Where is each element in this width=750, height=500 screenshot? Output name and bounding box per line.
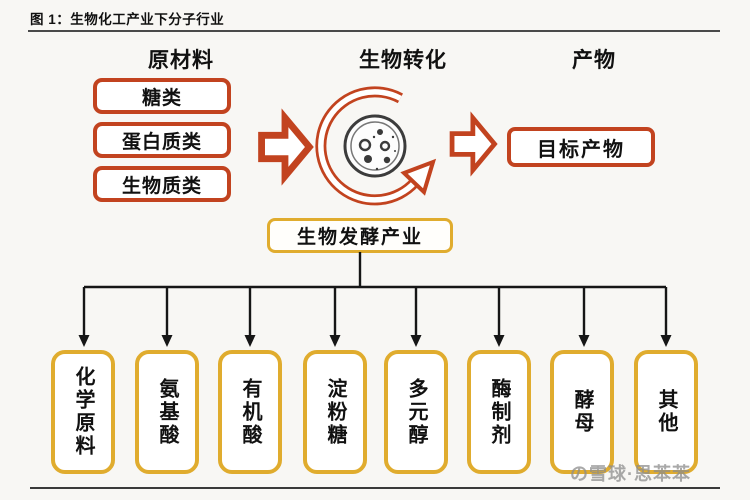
subsector-label: 氨基酸 xyxy=(156,377,178,447)
raw-material-label: 蛋白质类 xyxy=(121,131,202,153)
block-arrow-right-icon xyxy=(258,108,314,186)
raw-material-box-sugars: 糖类 xyxy=(93,78,231,114)
subsector-box-starch-sugar: 淀粉糖 xyxy=(303,350,367,474)
raw-material-label: 生物质类 xyxy=(121,175,202,197)
subsector-box-others: 其他 xyxy=(634,350,698,474)
subsector-label: 化学原料 xyxy=(72,366,94,458)
column-header-bio-transformation: 生物转化 xyxy=(359,49,447,72)
subsector-label: 淀粉糖 xyxy=(324,377,346,447)
tree-connector-lines xyxy=(78,252,672,347)
raw-material-label: 糖类 xyxy=(141,87,182,109)
fermentation-industry-label: 生物发酵产业 xyxy=(296,227,423,248)
subsector-label: 有机酸 xyxy=(239,377,261,447)
subsector-label: 酶制剂 xyxy=(488,377,510,447)
subsector-label: 其他 xyxy=(655,389,677,435)
block-arrow-right-icon xyxy=(449,111,498,177)
subsector-label: 多元醇 xyxy=(405,377,427,447)
column-header-raw-materials: 原材料 xyxy=(148,49,214,72)
subsector-box-yeast: 酵母 xyxy=(550,350,614,474)
subsector-box-organic-acids: 有机酸 xyxy=(218,350,282,474)
column-header-products: 产物 xyxy=(572,49,616,72)
watermark: の雪球·思苯苯 xyxy=(570,464,691,484)
subsector-box-polyols: 多元醇 xyxy=(384,350,448,474)
raw-material-box-biomass: 生物质类 xyxy=(93,166,231,202)
fermentation-industry-box: 生物发酵产业 xyxy=(267,218,453,253)
figure-title: 图 1：生物化工产业下分子行业 xyxy=(30,12,225,27)
target-product-label: 目标产物 xyxy=(537,138,625,161)
target-product-box: 目标产物 xyxy=(507,127,655,167)
subsector-label: 酵母 xyxy=(571,389,593,435)
fermentation-cycle-icon xyxy=(315,86,437,206)
subsector-box-enzymes: 酶制剂 xyxy=(467,350,531,474)
raw-material-box-proteins: 蛋白质类 xyxy=(93,122,231,158)
subsector-box-chemical-raw-materials: 化学原料 xyxy=(51,350,115,474)
title-divider xyxy=(28,30,720,32)
bottom-divider xyxy=(30,487,720,489)
subsector-box-amino-acids: 氨基酸 xyxy=(135,350,199,474)
